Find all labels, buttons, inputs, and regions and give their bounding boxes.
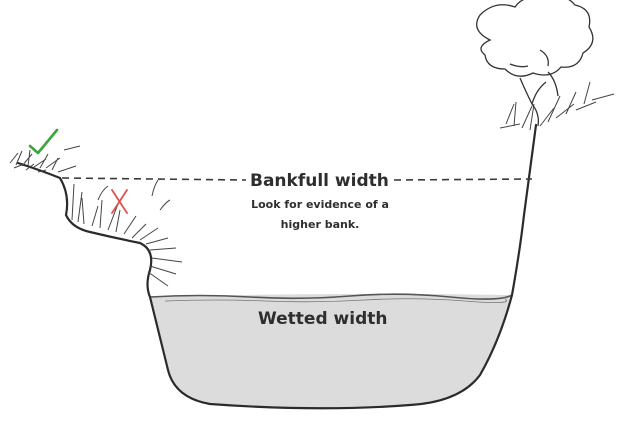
- wetted-width-label: Wetted width: [258, 309, 387, 329]
- tree-icon: [477, 0, 593, 126]
- bankfull-width-line-left: [62, 178, 246, 180]
- grass-tuft-icon: [72, 180, 182, 286]
- bankfull-note-label: Look for evidence of a higher bank.: [238, 195, 402, 235]
- cross-mark-icon: [112, 190, 127, 213]
- check-mark-icon: [30, 130, 57, 153]
- grass-tuft-icon: [10, 146, 80, 172]
- bankfull-width-line-right: [394, 179, 532, 180]
- bankfull-width-label: Bankfull width: [250, 171, 389, 191]
